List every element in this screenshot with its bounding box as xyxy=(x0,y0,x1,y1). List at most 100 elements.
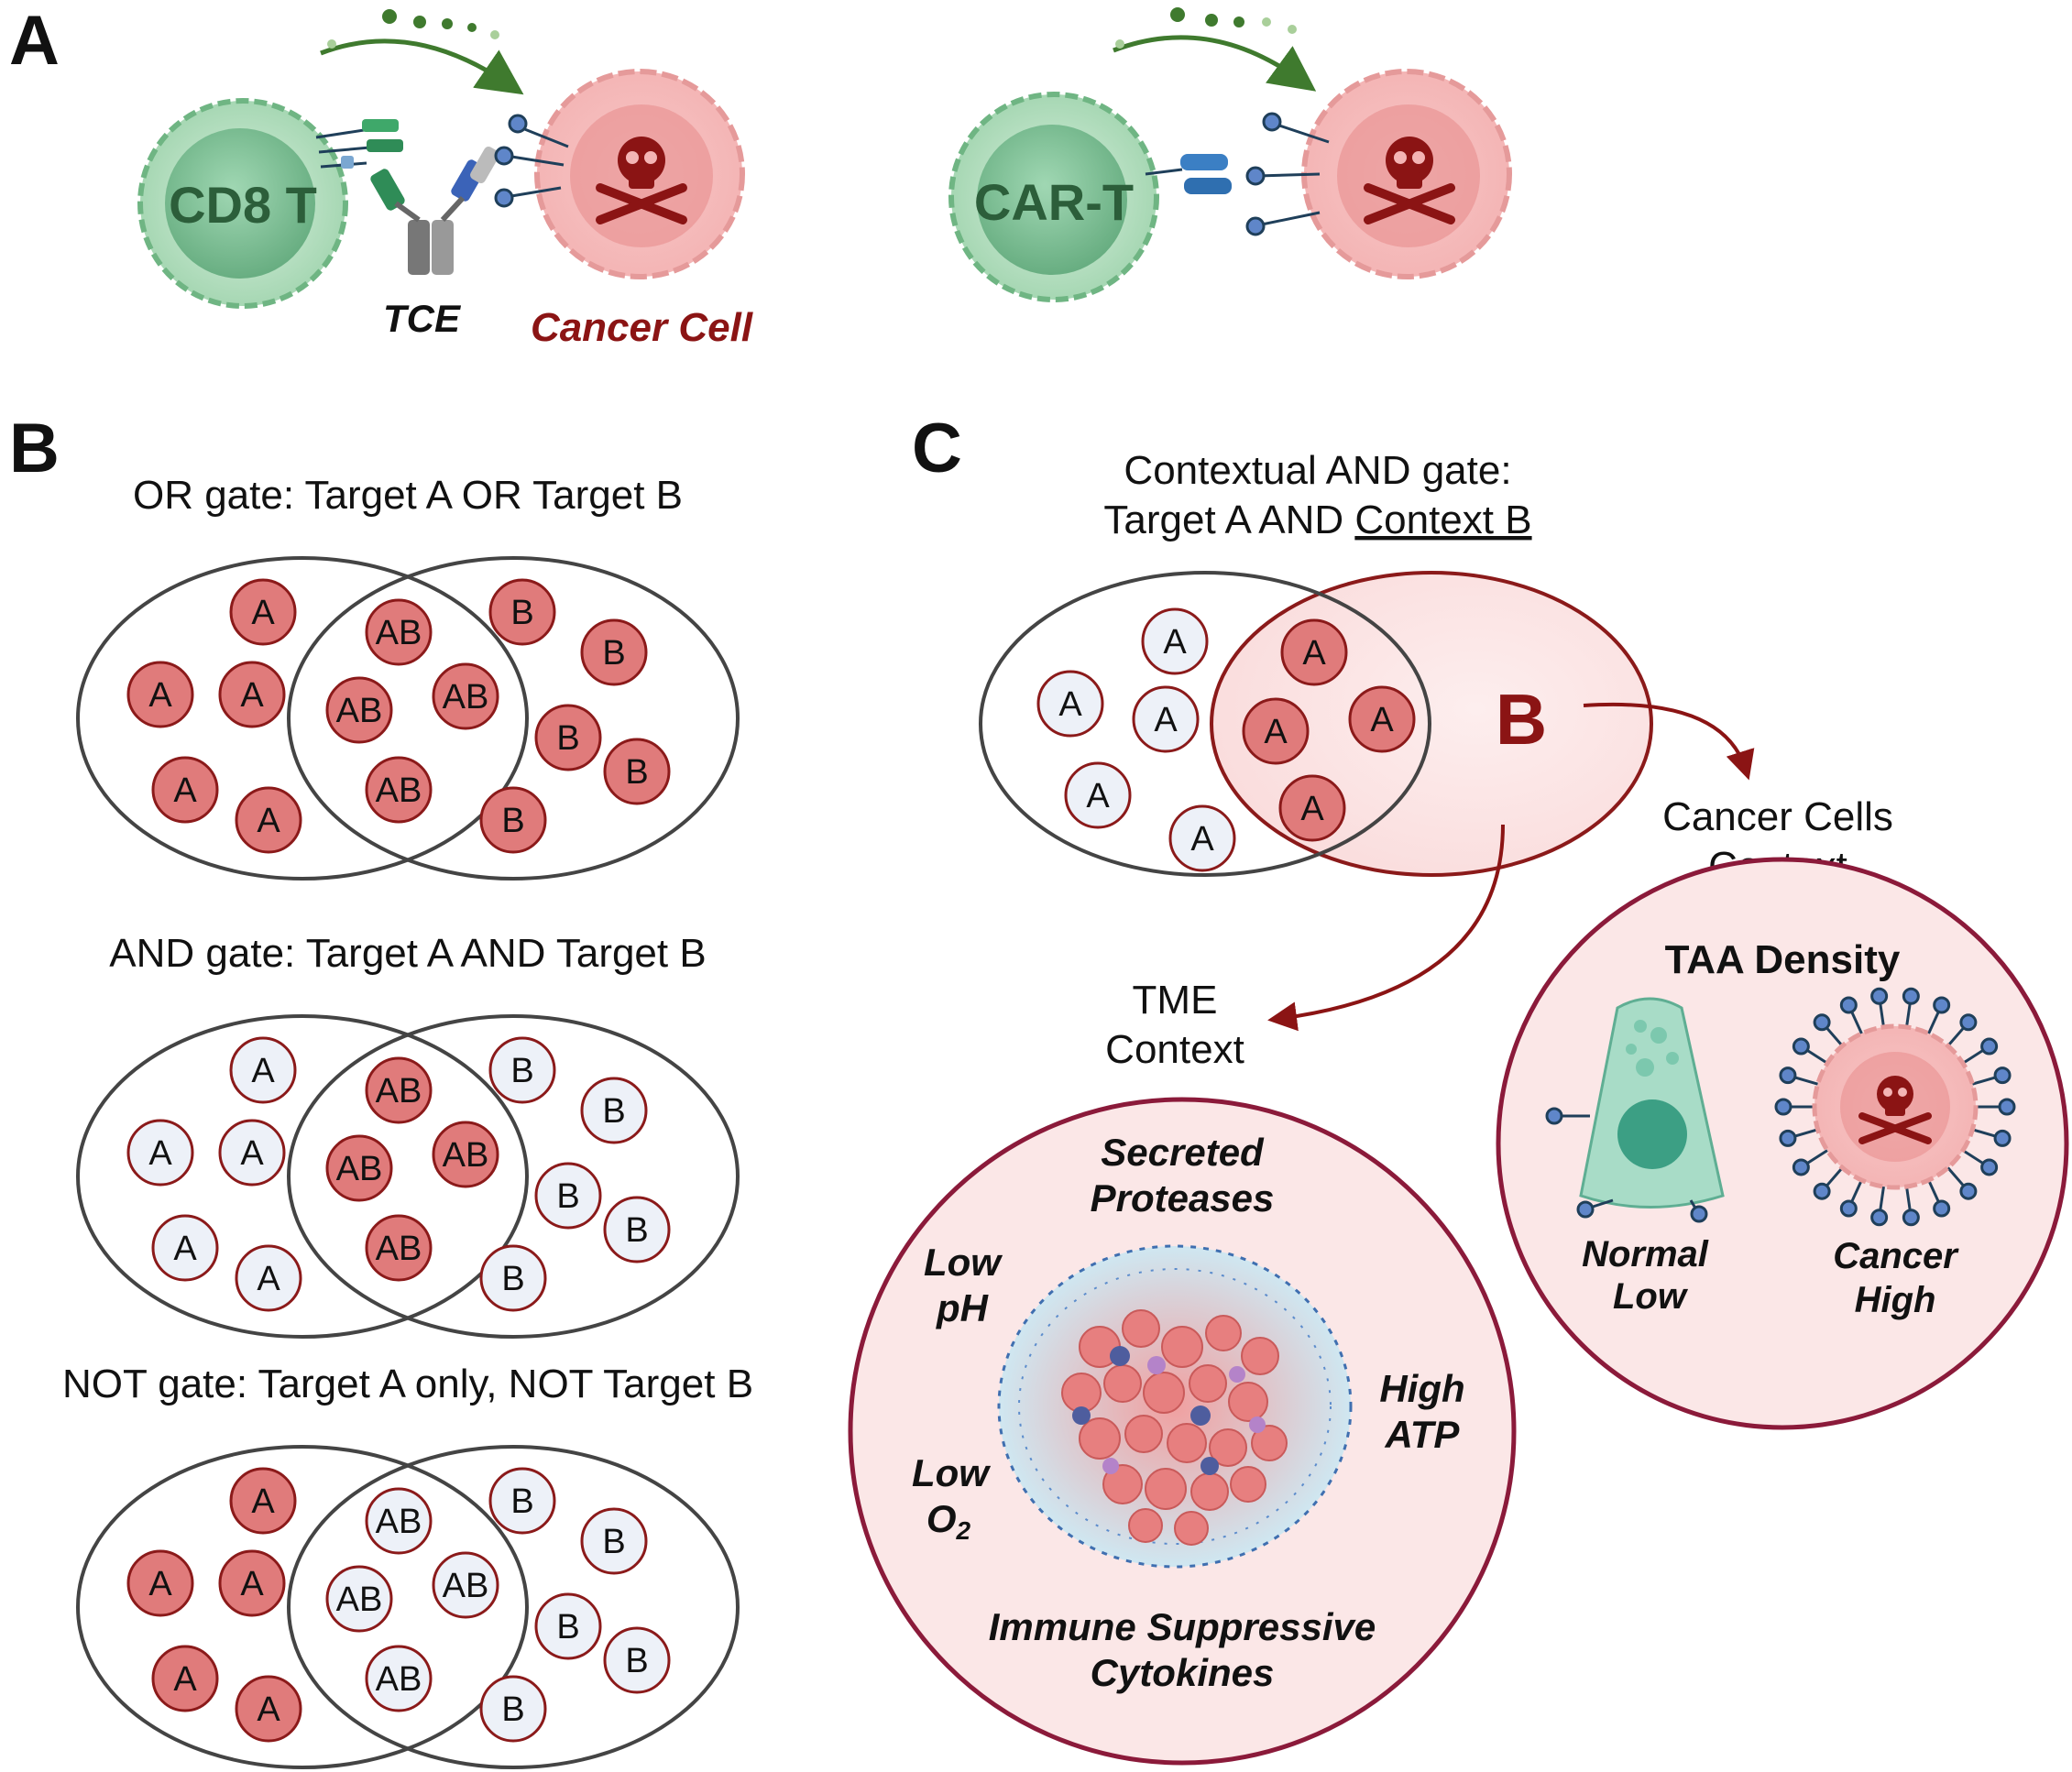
target-b-circle: B xyxy=(580,1507,648,1575)
target-b-circle: B xyxy=(534,1592,602,1660)
cancer-label: Cancer xyxy=(1833,1236,1959,1276)
gate-title: NOT gate: Target A only, NOT Target B xyxy=(62,1362,753,1406)
svg-text:A: A xyxy=(148,1134,172,1173)
target-a-circle: A xyxy=(1064,761,1132,829)
svg-text:A: A xyxy=(1163,623,1187,662)
target-a-circle: A xyxy=(126,1549,194,1617)
target-a-in-context-circle: A xyxy=(1280,618,1348,686)
panel-c-letter: C xyxy=(912,410,962,487)
svg-text:A: A xyxy=(1302,634,1326,673)
target-a-circle: A xyxy=(151,1645,219,1712)
target-a-ellipse xyxy=(979,571,1431,877)
antigen-icons-2 xyxy=(1245,112,1330,236)
arrow-to-tme-context xyxy=(1267,824,1505,1032)
contextual-and-title-line1: Contextual AND gate: xyxy=(1124,448,1511,493)
target-b-circle: B xyxy=(488,1036,556,1104)
svg-text:AB: AB xyxy=(443,1136,489,1175)
target-b-ellipse xyxy=(287,1014,740,1339)
low-ph-label-1: Low xyxy=(924,1241,1003,1284)
panel-b-letter: B xyxy=(9,410,60,487)
target-ab-circle: AB xyxy=(325,1134,393,1202)
target-a-circle: A xyxy=(218,1119,286,1187)
cd8-t-cell: CD8 T xyxy=(137,98,348,309)
antigen-icons xyxy=(494,114,569,208)
cancer-cell-2 xyxy=(1301,69,1512,279)
svg-text:AB: AB xyxy=(376,771,422,810)
cytokines-label-2: Cytokines xyxy=(1091,1651,1275,1694)
low-o2-label-1: Low xyxy=(912,1451,991,1494)
tce-label: TCE xyxy=(383,297,462,340)
svg-text:B: B xyxy=(556,1608,579,1646)
panel-a-letter: A xyxy=(9,2,60,80)
skull-icon-2 xyxy=(1364,137,1455,224)
svg-text:B: B xyxy=(510,1052,533,1090)
secreted-label: Secreted xyxy=(1101,1131,1265,1174)
svg-text:AB: AB xyxy=(376,1230,422,1268)
release-arrow-2 xyxy=(1113,35,1317,92)
target-a-circle: A xyxy=(229,1036,297,1104)
target-b-circle: B xyxy=(603,1626,671,1694)
target-ab-circle: AB xyxy=(325,1565,393,1633)
panel-a-car-t-scene: CAR-T xyxy=(948,7,1512,302)
svg-text:A: A xyxy=(148,676,172,715)
target-a-ellipse xyxy=(76,1445,529,1769)
target-b-circle: B xyxy=(488,1467,556,1535)
svg-text:A: A xyxy=(1190,820,1214,859)
low-label: Low xyxy=(1613,1276,1689,1317)
svg-text:B: B xyxy=(501,802,524,840)
taa-density-circle: TAA Density Normal Low xyxy=(1496,857,2069,1430)
target-a-in-context-circle: A xyxy=(1242,697,1310,765)
context-b-label: B xyxy=(1496,679,1547,760)
svg-text:A: A xyxy=(257,802,280,840)
svg-text:AB: AB xyxy=(336,692,383,730)
svg-text:A: A xyxy=(1300,790,1324,828)
svg-text:A: A xyxy=(257,1690,280,1729)
target-b-circle: B xyxy=(580,618,648,686)
target-a-circle: A xyxy=(229,1467,297,1535)
svg-text:B: B xyxy=(501,1690,524,1729)
proteases-label: Proteases xyxy=(1091,1176,1275,1220)
target-ab-circle: AB xyxy=(365,1056,433,1124)
release-dots-2 xyxy=(1115,7,1297,49)
target-a-circle: A xyxy=(1168,804,1236,872)
svg-text:A: A xyxy=(1370,701,1394,739)
svg-text:B: B xyxy=(625,753,648,792)
target-a-circle: A xyxy=(235,1675,302,1743)
svg-text:B: B xyxy=(602,1092,625,1131)
svg-text:A: A xyxy=(240,1565,264,1603)
svg-text:A: A xyxy=(1086,777,1110,815)
skull-icon xyxy=(596,137,687,224)
taa-density-title: TAA Density xyxy=(1665,937,1901,982)
target-ab-circle: AB xyxy=(365,1645,433,1712)
svg-text:AB: AB xyxy=(376,1072,422,1110)
svg-text:B: B xyxy=(625,1642,648,1680)
svg-text:AB: AB xyxy=(443,678,489,716)
tce-antibody-icon xyxy=(370,147,499,275)
svg-text:A: A xyxy=(251,1482,275,1521)
svg-text:A: A xyxy=(240,1134,264,1173)
low-o2-label-2: O2 xyxy=(926,1497,971,1545)
release-dots xyxy=(327,9,499,49)
tme-context-line2: Context xyxy=(1105,1027,1244,1072)
contextual-and-title-line2: Target A AND Context B xyxy=(1103,498,1531,542)
target-a-circle: A xyxy=(126,661,194,728)
normal-label: Normal xyxy=(1582,1234,1709,1274)
cancer-cell xyxy=(534,69,745,279)
target-b-circle: B xyxy=(534,1162,602,1230)
svg-text:AB: AB xyxy=(376,1660,422,1699)
gate-title: AND gate: Target A AND Target B xyxy=(109,931,706,976)
target-b-ellipse xyxy=(287,556,740,881)
target-b-circle: B xyxy=(488,578,556,646)
target-ab-circle: AB xyxy=(325,676,393,744)
target-a-circle: A xyxy=(151,756,219,824)
svg-text:A: A xyxy=(1058,685,1082,724)
cancer-cell-label: Cancer Cell xyxy=(531,305,753,350)
gate-title: OR gate: Target A OR Target B xyxy=(133,473,683,518)
skull-icon-3 xyxy=(1858,1076,1932,1144)
svg-text:B: B xyxy=(556,1177,579,1216)
target-a-circle: A xyxy=(218,1549,286,1617)
